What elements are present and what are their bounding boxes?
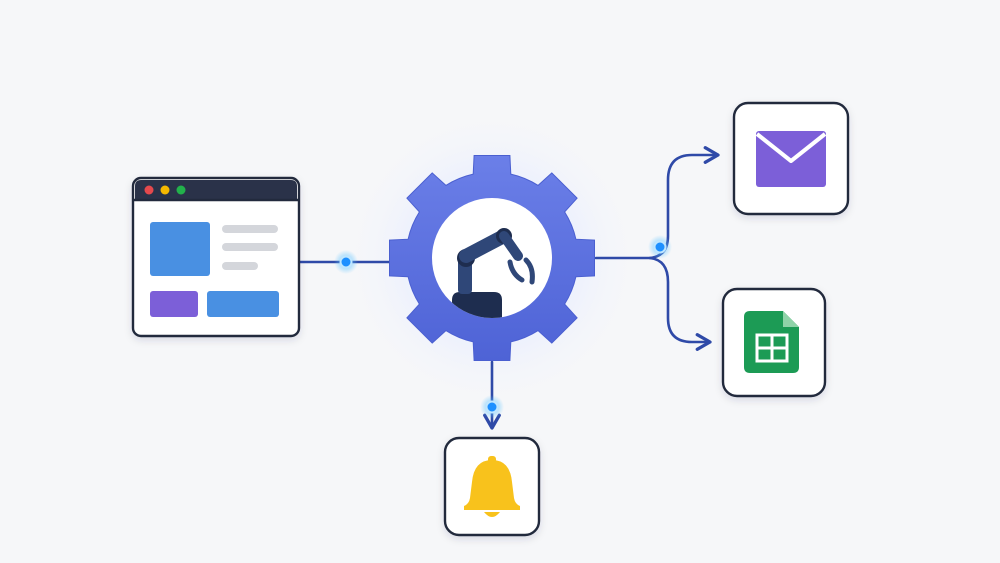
- spreadsheet-icon: [744, 311, 799, 373]
- content-image-block: [150, 222, 210, 276]
- window-dot-yellow: [160, 185, 170, 195]
- content-button-purple: [150, 291, 198, 317]
- node-dot-bottom: [480, 395, 504, 419]
- spreadsheet-node: [721, 287, 827, 398]
- window-dot-red: [144, 185, 154, 195]
- connector-nodes: [334, 235, 672, 419]
- robot-gripper: [507, 257, 535, 285]
- robot-forearm: [499, 231, 523, 261]
- email-node: [732, 101, 850, 216]
- connector-to-sheet: [648, 256, 712, 351]
- bell-icon: [464, 456, 520, 517]
- text-line-2: [222, 243, 278, 251]
- browser-window-icon: [131, 176, 301, 338]
- robot-arm-gear-icon: [389, 155, 595, 361]
- text-line-3: [222, 262, 258, 270]
- content-button-blue: [207, 291, 279, 317]
- envelope-icon: [755, 131, 827, 187]
- node-dot-right: [648, 235, 672, 259]
- alert-node: [443, 436, 541, 537]
- node-dot-left: [334, 250, 358, 274]
- window-dot-green: [176, 185, 186, 195]
- text-line-1: [222, 225, 278, 233]
